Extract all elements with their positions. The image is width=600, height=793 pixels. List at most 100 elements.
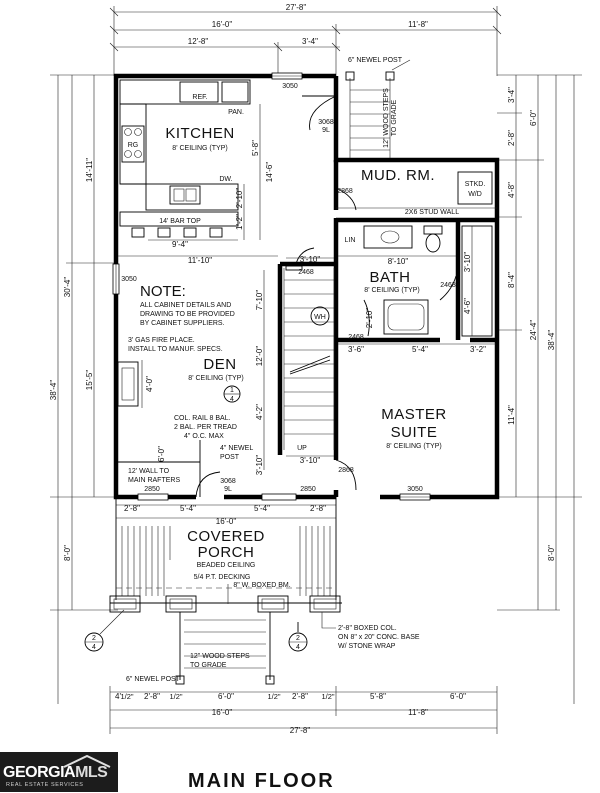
wood-steps-bot-2: TO GRADE <box>190 662 227 669</box>
boxed-beam-note: 8" W. BOXED BM. <box>233 582 290 589</box>
dim-bot-a: 4' <box>115 692 121 701</box>
logo-tagline: REAL ESTATE SERVICES <box>6 782 84 788</box>
dim-bot-b: 2'-8" <box>144 692 160 701</box>
dim-bot-overall: 27'-8" <box>290 726 311 735</box>
dim-bot-a2: 1/2" <box>120 692 133 701</box>
logo-wordmark: GEORGIAMLS <box>3 764 108 782</box>
dim-bath-w: 8'-10" <box>388 257 409 266</box>
kitchen-title: KITCHEN <box>165 125 234 142</box>
wh-label: WH <box>314 314 326 321</box>
stair <box>283 265 335 450</box>
bath-ceiling: 8' CEILING (TYP) <box>364 287 419 294</box>
newel-den-1: 4" NEWEL <box>220 445 253 452</box>
callout-1-den: 4 <box>230 396 234 403</box>
door-master: 2868 <box>338 467 354 474</box>
dim-top-left: 16'-0" <box>212 20 233 29</box>
dim-porch-w: 16'-0" <box>216 517 237 526</box>
dim-stair-w: 3'-10" <box>300 456 321 465</box>
dim-left-overall: 38'-4" <box>49 380 58 401</box>
newel-den-2: POST <box>220 454 240 461</box>
window-den-side: 3050 <box>121 276 137 283</box>
master-title-1: MASTER <box>381 406 447 423</box>
range-label: RG <box>128 142 139 149</box>
lin-label: LIN <box>345 237 356 244</box>
dim-den-c: 4'-2" <box>255 404 264 420</box>
dim-right-porch: 8'-0" <box>547 545 556 561</box>
window-kitchen-top: 3050 <box>282 83 298 90</box>
dim-bath-a: 3'-10" <box>463 252 472 273</box>
dim-top-overall: 27'-8" <box>286 3 307 12</box>
dim-right-b: 6'-0" <box>529 110 538 126</box>
dim-right-e: 8'-4" <box>507 272 516 288</box>
callout-2-den: 4 <box>92 644 96 651</box>
left-dimension-lines <box>50 74 118 704</box>
callout-3-den: 4 <box>296 644 300 651</box>
fireplace-note-2: INSTALL TO MANUF. SPECS. <box>128 346 223 353</box>
kitchen-ceiling: 8' CEILING (TYP) <box>172 145 227 152</box>
dim-bot-e: 1/2" <box>267 692 280 701</box>
dim-bot-right: 11'-8" <box>408 708 428 717</box>
dim-bath-b: 4'-6" <box>463 298 472 314</box>
dim-bot-c: 1/2" <box>169 692 182 701</box>
fireplace-note-1: 3' GAS FIRE PLACE. <box>128 337 195 344</box>
note-title: NOTE: <box>140 283 186 300</box>
rail-note-3: 4" O.C. MAX <box>184 433 224 440</box>
ref-label: REF. <box>192 94 207 101</box>
door-mud: 2868 <box>337 188 353 195</box>
windows <box>112 72 431 501</box>
stud-wall-label: 2X6 STUD WALL <box>405 209 459 216</box>
callout-2-num: 2 <box>92 635 96 642</box>
dim-den-d: 3'-10" <box>255 455 264 476</box>
dim-bot-g: 1/2" <box>321 692 334 701</box>
dim-kit-wide: 11'-10" <box>188 256 212 265</box>
note-line-3: BY CABINET SUPPLIERS. <box>140 320 225 327</box>
wd-label: W/D <box>468 191 482 198</box>
dim-right-overall: 38'-4" <box>547 330 556 351</box>
dim-right-a: 3'-4" <box>507 87 516 103</box>
dim-bot-h: 5'-8" <box>370 692 386 701</box>
dim-left-porch: 8'-0" <box>63 545 72 561</box>
porch-title-1: COVERED <box>187 528 265 545</box>
dim-right-f: 11'-4" <box>507 405 516 425</box>
wood-steps-bot-1: 12" WOOD STEPS <box>190 653 250 660</box>
dim-front-d: 2'-8" <box>310 504 326 513</box>
column-note-1: 2'-8" BOXED COL. <box>338 625 397 632</box>
dim-right-house: 24'-4" <box>529 320 538 341</box>
dim-left-house: 30'-4" <box>63 277 72 298</box>
dim-front-c: 5'-4" <box>254 504 270 513</box>
dim-right-c: 2'-8" <box>507 130 516 146</box>
window-master: 3050 <box>407 486 423 493</box>
bottom-dimension-lines <box>109 686 498 734</box>
dim-bath-e: 5'-4" <box>412 345 428 354</box>
door-bath-1: 2468 <box>440 282 456 289</box>
dim-bot-i: 6'-0" <box>450 692 466 701</box>
dim-den-e: 4'-0" <box>145 376 154 392</box>
master-title-2: SUITE <box>391 424 438 441</box>
den-ceiling: 8' CEILING (TYP) <box>188 375 243 382</box>
newel-top-note: 6" NEWEL POST <box>348 57 403 64</box>
dim-den-b: 12'-0" <box>255 346 264 367</box>
logo-brand-a: GEORGIA <box>3 764 76 781</box>
wall-note-1: 12' WALL TO <box>128 468 170 475</box>
note-line-1: ALL CABINET DETAILS AND <box>140 302 231 309</box>
bath-title: BATH <box>370 269 411 286</box>
logo-brand-b: MLS <box>75 764 108 781</box>
rear-steps <box>345 59 411 158</box>
wood-steps-top-1: 12" WOOD STEPS <box>383 88 390 148</box>
pan-label: PAN. <box>228 109 244 116</box>
door-kitchen-side: 3068 <box>318 119 334 126</box>
column-note-3: W/ STONE WRAP <box>338 643 396 650</box>
decking-note: 5/4 P.T. DECKING <box>194 574 251 581</box>
dim-kit-bar: 9'-4" <box>172 240 188 249</box>
dim-bot-left: 16'-0" <box>212 708 233 717</box>
up-label: UP <box>297 445 307 452</box>
porch-title-2: PORCH <box>198 544 255 561</box>
dim-left-upper: 14'-11" <box>85 158 94 182</box>
dim-bot-d: 6'-0" <box>218 692 234 701</box>
bar-top-label: 14' BAR TOP <box>159 218 201 225</box>
dim-den-a: 7'-10" <box>255 290 264 311</box>
window-front-mid: 2850 <box>300 486 316 493</box>
door-stair: 2468 <box>298 269 314 276</box>
porch <box>109 497 342 685</box>
dim-bath-c: 2'-10" <box>365 308 374 329</box>
